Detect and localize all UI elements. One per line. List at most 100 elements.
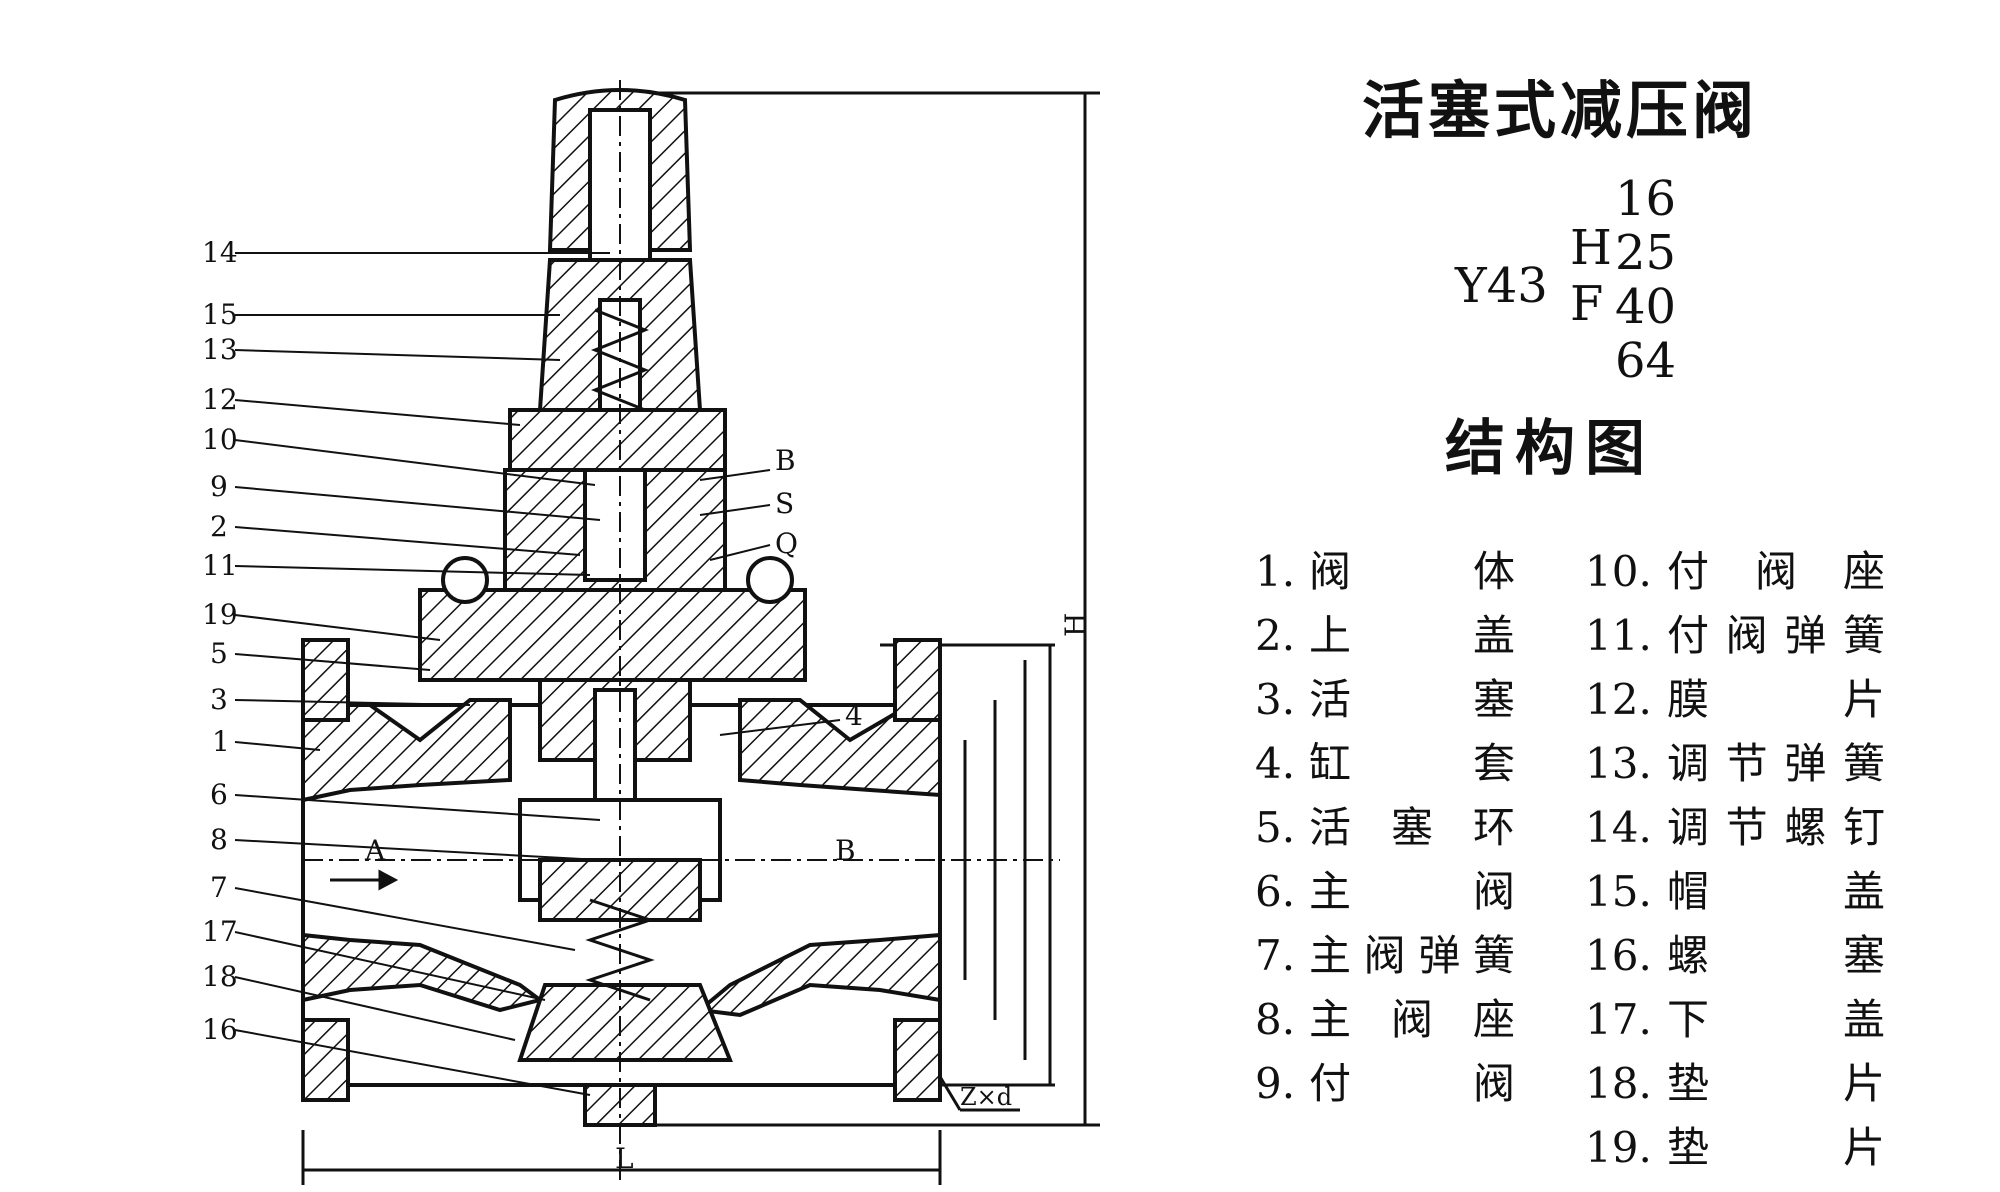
part-name: 主阀 — [1309, 867, 1515, 916]
flow-inlet-label: A — [364, 834, 386, 867]
part-number: 6. — [1255, 867, 1296, 916]
list-item: 4. 缸套 — [1255, 732, 1515, 796]
part-number: 14. — [1585, 803, 1652, 852]
list-item: 19. 垫片 — [1585, 1116, 1885, 1180]
part-number: 12. — [1585, 675, 1652, 724]
list-item: 10. 付阀座 — [1585, 540, 1885, 604]
parts-list-right: 10. 付阀座 11. 付阀弹簧 12. 膜片 13. 调节弹簧 14.调节螺钉 15.… — [1585, 540, 1885, 1180]
part-number: 17. — [1585, 995, 1652, 1044]
list-item: 12. 膜片 — [1585, 668, 1885, 732]
part-name: 缸套 — [1309, 739, 1515, 788]
part-name: 帽盖 — [1667, 867, 1885, 916]
model-rating: 16 — [1615, 171, 1677, 227]
part-number: 19. — [1585, 1123, 1652, 1172]
part-name: 垫片 — [1667, 1123, 1885, 1172]
part-number: 4. — [1255, 739, 1296, 788]
label-18: 18 — [202, 960, 238, 993]
label-10: 10 — [202, 423, 238, 456]
flow-outlet-label: B — [835, 834, 856, 867]
list-item: 1. 阀体 — [1255, 540, 1515, 604]
part-name: 主阀弹簧 — [1309, 931, 1515, 980]
model-letter: F — [1570, 276, 1604, 332]
valve-cross-section-drawing: 14 15 13 12 10 9 2 11 19 5 3 1 6 8 7 17 … — [202, 80, 1100, 1185]
list-item: 7.主阀弹簧 — [1255, 924, 1515, 988]
part-name: 膜片 — [1667, 675, 1885, 724]
part-number: 8. — [1255, 995, 1296, 1044]
label-s: S — [775, 487, 794, 520]
part-number: 16. — [1585, 931, 1652, 980]
part-number: 1. — [1255, 547, 1296, 596]
dimension-holes-label: Z×d — [960, 1083, 1012, 1111]
part-name: 垫片 — [1667, 1059, 1885, 1108]
label-6: 6 — [210, 778, 228, 811]
diagram-subtitle: 结构图 — [1445, 414, 1655, 484]
label-17: 17 — [202, 915, 238, 948]
list-item: 16. 螺塞 — [1585, 924, 1885, 988]
label-14: 14 — [202, 236, 238, 269]
model-rating: 40 — [1615, 279, 1677, 335]
leader-lines — [234, 252, 841, 1096]
part-name: 阀体 — [1309, 547, 1515, 596]
part-name: 付阀弹簧 — [1667, 611, 1885, 660]
part-number: 3. — [1255, 675, 1296, 724]
part-name: 付阀 — [1309, 1059, 1515, 1108]
centre-lines — [303, 80, 1060, 1180]
diagram-title: 活塞式减压阀 — [1361, 74, 1758, 147]
list-item: 8. 主阀座 — [1255, 988, 1515, 1052]
label-1: 1 — [212, 725, 230, 758]
part-name: 付阀座 — [1667, 547, 1885, 596]
part-number: 13. — [1585, 739, 1652, 788]
part-name: 调节弹簧 — [1667, 739, 1885, 788]
label-5: 5 — [210, 637, 228, 670]
model-letters: H F — [1570, 220, 1612, 332]
dimension-l-label: L — [615, 1142, 634, 1175]
part-name: 主阀座 — [1309, 995, 1515, 1044]
label-12: 12 — [202, 383, 238, 416]
parts-list-left: 1. 阀体 2. 上盖 3. 活塞 4. 缸套 5. 活塞环 6. 主阀 7.主阀弹簧 8.… — [1255, 540, 1515, 1116]
part-number: 2. — [1255, 611, 1296, 660]
part-name: 螺塞 — [1667, 931, 1885, 980]
model-rating: 64 — [1615, 333, 1677, 389]
model-letter: H — [1570, 220, 1612, 276]
model-rating: 25 — [1615, 225, 1677, 281]
part-name: 下盖 — [1667, 995, 1885, 1044]
part-number: 9. — [1255, 1059, 1296, 1108]
label-13: 13 — [202, 333, 238, 366]
list-item: 9. 付阀 — [1255, 1052, 1515, 1116]
label-8: 8 — [210, 823, 228, 856]
label-7: 7 — [210, 871, 228, 904]
list-item: 18.垫片 — [1585, 1052, 1885, 1116]
list-item: 5. 活塞环 — [1255, 796, 1515, 860]
label-9: 9 — [210, 470, 228, 503]
part-number: 15. — [1585, 867, 1652, 916]
label-2: 2 — [210, 510, 228, 543]
part-name: 活塞 — [1309, 675, 1515, 724]
list-item: 3. 活塞 — [1255, 668, 1515, 732]
list-item: 11. 付阀弹簧 — [1585, 604, 1885, 668]
label-3: 3 — [210, 683, 228, 716]
model-prefix: Y43 — [1455, 258, 1548, 314]
list-item: 15. 帽盖 — [1585, 860, 1885, 924]
dimension-h-label: H — [1059, 613, 1092, 637]
list-item: 13. 调节弹簧 — [1585, 732, 1885, 796]
leader-labels: 14 15 13 12 10 9 2 11 19 5 3 1 6 8 7 17 … — [202, 236, 1092, 1175]
label-15: 15 — [202, 298, 238, 331]
model-designation: Y43 H F 16 25 40 64 — [1440, 170, 1700, 400]
model-ratings: 16 25 40 64 — [1615, 172, 1676, 388]
part-number: 5. — [1255, 803, 1296, 852]
flow-arrow-icon — [330, 869, 399, 891]
list-item: 14.调节螺钉 — [1585, 796, 1885, 860]
label-11: 11 — [202, 549, 238, 582]
label-19: 19 — [202, 598, 238, 631]
label-q: Q — [775, 527, 798, 560]
label-4: 4 — [845, 699, 863, 732]
part-name: 上盖 — [1309, 611, 1515, 660]
part-number: 10. — [1585, 547, 1652, 596]
part-number: 11. — [1585, 611, 1652, 660]
part-name: 活塞环 — [1309, 803, 1515, 852]
list-item: 2. 上盖 — [1255, 604, 1515, 668]
label-16: 16 — [202, 1013, 238, 1046]
list-item: 6. 主阀 — [1255, 860, 1515, 924]
list-item: 17. 下盖 — [1585, 988, 1885, 1052]
label-b-upper: B — [775, 444, 796, 477]
